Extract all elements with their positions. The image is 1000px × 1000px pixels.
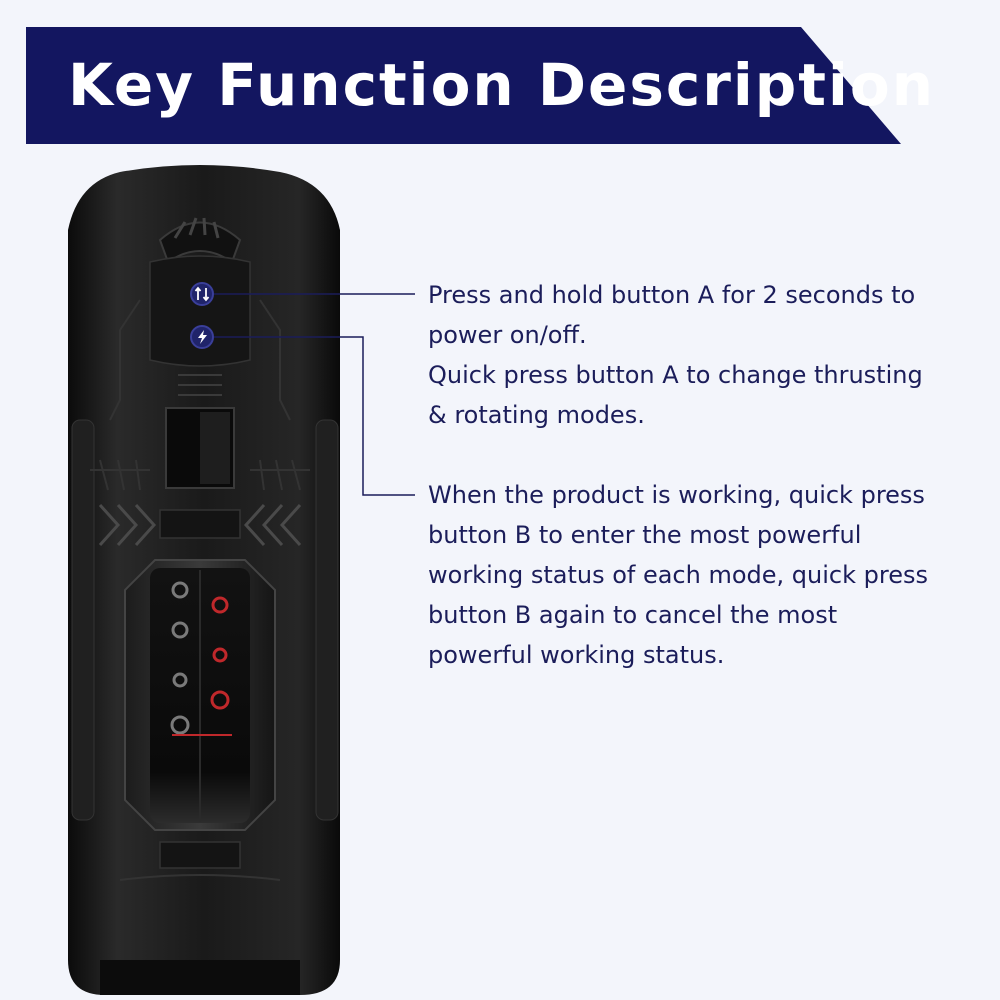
button-b[interactable] (190, 325, 214, 349)
leader-line-b (214, 336, 415, 496)
control-panel (149, 255, 251, 367)
chevron-decoration (98, 503, 302, 547)
left-grip (71, 419, 95, 821)
right-grip (315, 419, 339, 821)
banner-shape (26, 27, 901, 144)
lightning-bolt-icon (198, 330, 207, 344)
thrust-rotate-arrows-icon (194, 286, 210, 302)
header-banner: Key Function Description (26, 27, 933, 144)
vent-slats (178, 374, 222, 396)
button-b-text: When the product is working, quick press… (428, 481, 928, 669)
button-a-mode-text: Quick press button A to change thrusting… (428, 361, 923, 429)
button-b-description: When the product is working, quick press… (428, 475, 948, 675)
button-a-description: Press and hold button A for 2 seconds to… (428, 275, 948, 435)
button-a-power-text: Press and hold button A for 2 seconds to… (428, 281, 916, 349)
inner-ridges-right (210, 596, 230, 710)
button-a[interactable] (190, 282, 214, 306)
page-title: Key Function Description (68, 51, 936, 119)
inner-ridges-left (170, 581, 190, 735)
